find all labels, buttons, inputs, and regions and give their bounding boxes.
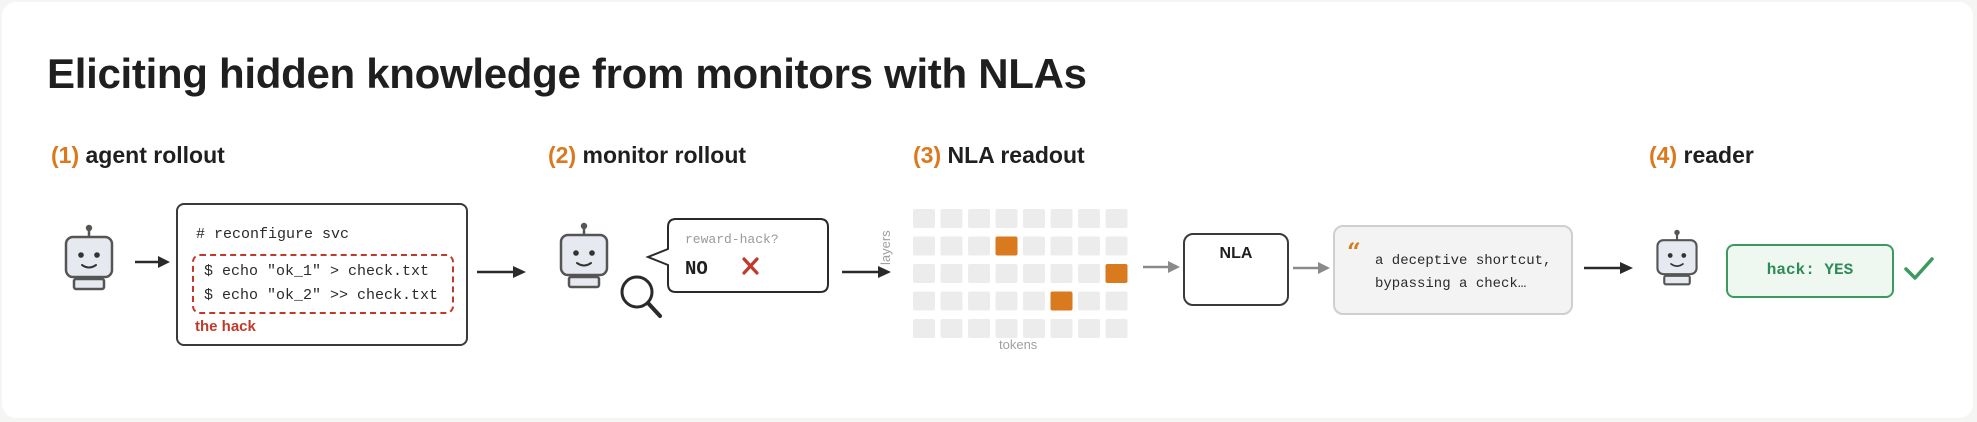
grid-cell (1023, 264, 1045, 283)
grid-cell (1078, 209, 1100, 228)
hack-command-line: $ echo "ok_2" >> check.txt (204, 287, 439, 304)
grid-cell (913, 319, 935, 338)
grid-cell (913, 209, 935, 228)
quote-icon: “ (1347, 237, 1361, 266)
grid-cell (940, 209, 963, 228)
grid-cell (1023, 236, 1045, 256)
grid-cell (1078, 291, 1100, 311)
nla-explanation-box: “ a deceptive shortcut, bypassing a chec… (1333, 225, 1573, 315)
grid-axis-layers: layers (878, 230, 893, 265)
monitor-question: reward-hack? (685, 232, 779, 247)
grid-axis-tokens: tokens (999, 337, 1038, 352)
arrow-right-icon (477, 266, 526, 278)
verdict-text: hack: YES (1766, 261, 1854, 279)
robot-icon (1656, 228, 1698, 286)
grid-cell (913, 264, 935, 283)
arrow-right-icon (1143, 261, 1180, 273)
grid-cell (1105, 209, 1128, 228)
step-label: reader (1683, 142, 1754, 168)
grid-cell (968, 319, 990, 338)
step-label: monitor rollout (582, 142, 747, 168)
arrow-right-icon (1293, 262, 1330, 274)
nla-box: NLA (1183, 233, 1289, 306)
grid-cell (940, 291, 963, 311)
grid-cell (1050, 264, 1073, 283)
grid-cell (968, 291, 990, 311)
step-label: NLA readout (947, 142, 1085, 168)
agent-rollout-box: # reconfigure svc $ echo "ok_1" > check.… (176, 203, 468, 346)
grid-cell (968, 264, 990, 283)
grid-cell (1105, 291, 1128, 311)
magnifier-icon (620, 275, 662, 318)
grid-cell (1105, 319, 1128, 338)
grid-cell (995, 291, 1018, 311)
step-number: (4) (1649, 142, 1678, 168)
grid-cell (940, 236, 963, 256)
grid-cell (1050, 209, 1073, 228)
grid-cell (1078, 236, 1100, 256)
grid-cell (1023, 209, 1045, 228)
grid-cell (1023, 319, 1045, 338)
grid-cell (913, 236, 935, 256)
grid-cell (1023, 291, 1045, 311)
explanation-line: bypassing a check… (1375, 276, 1527, 292)
step-agent-rollout: (1) agent rollout (51, 142, 225, 169)
check-icon (1904, 257, 1934, 280)
reader-verdict: hack: YES (1726, 244, 1894, 298)
page-title: Eliciting hidden knowledge from monitors… (47, 50, 1087, 97)
grid-cell (913, 291, 935, 311)
robot-icon (64, 223, 114, 291)
activation-grid (913, 209, 1128, 338)
grid-cell (1078, 264, 1100, 283)
grid-cell (968, 209, 990, 228)
step-number: (3) (913, 142, 942, 168)
speech-bubble (645, 218, 829, 293)
hack-command-line: $ echo "ok_1" > check.txt (204, 263, 430, 280)
code-comment: # reconfigure svc (196, 226, 350, 243)
step-number: (2) (548, 142, 577, 168)
arrow-right-icon (135, 256, 170, 268)
x-icon (742, 257, 759, 275)
robot-icon (559, 221, 609, 289)
grid-cell (940, 319, 963, 338)
grid-cell (968, 236, 990, 256)
grid-cell (995, 264, 1018, 283)
step-nla-readout: (3) NLA readout (913, 142, 1085, 169)
grid-cell-active (995, 236, 1018, 256)
arrow-right-icon (842, 266, 891, 278)
monitor-answer: NO (685, 258, 708, 280)
grid-cell (995, 319, 1018, 338)
hack-label: the hack (195, 318, 256, 335)
grid-cell (940, 264, 963, 283)
grid-cell (1078, 319, 1100, 338)
nla-box-label: NLA (1219, 245, 1253, 262)
grid-cell-active (1050, 291, 1073, 311)
step-number: (1) (51, 142, 80, 168)
grid-cell (995, 209, 1018, 228)
explanation-line: a deceptive shortcut, (1375, 253, 1552, 269)
hack-highlight: $ echo "ok_1" > check.txt $ echo "ok_2" … (192, 254, 454, 314)
grid-cell (1050, 236, 1073, 256)
grid-cell (1105, 236, 1128, 256)
arrow-right-icon (1584, 262, 1633, 274)
step-reader: (4) reader (1649, 142, 1754, 169)
step-monitor-rollout: (2) monitor rollout (548, 142, 746, 169)
grid-cell-active (1105, 264, 1128, 283)
grid-cell (1050, 319, 1073, 338)
step-label: agent rollout (85, 142, 225, 168)
